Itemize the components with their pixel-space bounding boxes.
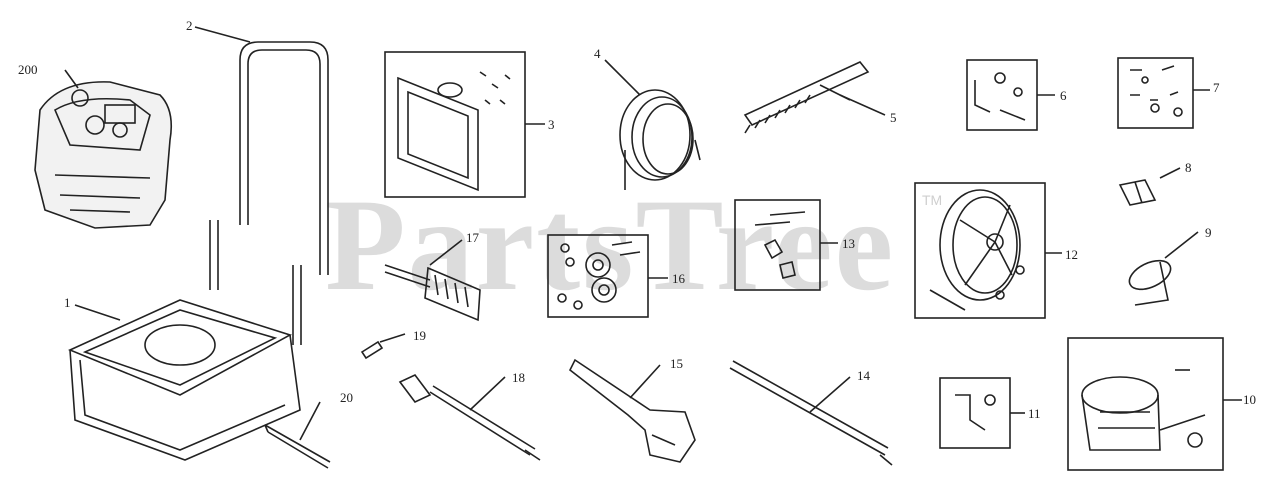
callout-12: 12 [1065, 247, 1078, 262]
parts-box-7[interactable] [1117, 57, 1194, 129]
callout-14: 14 [857, 368, 870, 383]
fitting-part-11 [955, 394, 996, 431]
callout-4: 4 [594, 46, 601, 61]
callout-19: 19 [413, 328, 426, 343]
parts-box-6[interactable] [966, 59, 1038, 131]
callout-8: 8 [1185, 160, 1192, 175]
callout-5: 5 [890, 110, 897, 125]
bearings-part-16 [557, 241, 641, 310]
callout-200: 200 [18, 62, 38, 77]
spray-gun-part-15[interactable] [568, 358, 696, 463]
callout-9: 9 [1205, 225, 1212, 240]
callout-20: 20 [340, 390, 353, 405]
scrub-brush-part-17[interactable] [384, 264, 481, 322]
wheel-part-12 [929, 189, 1025, 311]
axle-box-13[interactable] [734, 199, 821, 291]
callout-7: 7 [1213, 80, 1220, 95]
panel-box-3[interactable] [384, 51, 526, 198]
wand-part-14[interactable] [729, 360, 893, 466]
fitting-box-11[interactable] [939, 377, 1011, 449]
wand-extension-part-20[interactable] [264, 424, 331, 469]
frame-part-1[interactable] [67, 220, 302, 461]
callout-18: 18 [512, 370, 525, 385]
wheel-box-12[interactable] [914, 182, 1046, 319]
hardware-part-7 [1130, 65, 1183, 117]
callout-3: 3 [548, 117, 555, 132]
callout-15: 15 [670, 356, 683, 371]
pin-part-19[interactable] [360, 340, 384, 360]
handle-part-2[interactable] [239, 41, 329, 275]
callout-6: 6 [1060, 88, 1067, 103]
trademark-mark: TM [922, 192, 943, 208]
pump-part-10 [1081, 369, 1206, 451]
clip-part-9[interactable] [1125, 255, 1175, 306]
callout-13: 13 [842, 236, 855, 251]
callout-10: 10 [1243, 392, 1256, 407]
axle-hardware-part-13 [754, 211, 806, 279]
brush-part-5[interactable] [743, 61, 870, 134]
callout-11: 11 [1028, 406, 1041, 421]
callout-1: 1 [64, 295, 71, 310]
nozzle-part-8[interactable] [1118, 179, 1157, 206]
control-panel-part-3 [397, 71, 511, 192]
callout-16: 16 [672, 271, 685, 286]
hose-part-4[interactable] [619, 89, 701, 190]
lance-part-18[interactable] [398, 374, 541, 461]
engine-part-200[interactable] [34, 81, 173, 229]
pump-box-10[interactable] [1067, 337, 1224, 471]
bearing-box-16[interactable] [547, 234, 649, 318]
callout-2: 2 [186, 18, 193, 33]
callout-17: 17 [466, 230, 479, 245]
fittings-part-6 [974, 72, 1026, 121]
